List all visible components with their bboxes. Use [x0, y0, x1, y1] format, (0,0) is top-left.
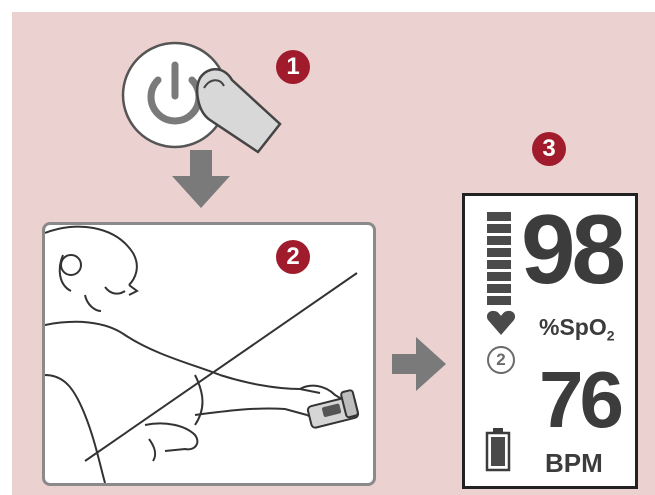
signal-bar [487, 296, 511, 305]
signal-bar [487, 284, 511, 293]
arrow-down-icon [172, 150, 230, 208]
signal-strength-bars [487, 212, 511, 308]
oximeter-display: 2 98 %SpO2 76 BPM [462, 193, 638, 489]
pulse-oximeter-icon [306, 389, 360, 429]
spo2-unit: %SpO2 [539, 314, 615, 344]
signal-bar [487, 260, 511, 269]
application-illustration-frame [42, 222, 376, 486]
step-badge-2: 2 [276, 240, 310, 274]
signal-bar [487, 236, 511, 245]
power-button-illustration [121, 41, 282, 154]
person-wearing-oximeter-illustration [45, 225, 360, 483]
signal-bar [487, 248, 511, 257]
spo2-unit-subscript: 2 [606, 327, 615, 344]
signal-bar [487, 224, 511, 233]
step-badge-1: 1 [276, 50, 310, 84]
spo2-value: 98 [521, 194, 626, 304]
heart-icon [486, 310, 516, 335]
pulse-unit: BPM [545, 448, 603, 478]
mode-indicator: 2 [487, 346, 515, 374]
signal-bar [487, 272, 511, 281]
spo2-unit-text: %SpO [539, 314, 607, 340]
pulse-value: 76 [539, 355, 624, 444]
signal-bar [487, 212, 511, 221]
battery-icon [485, 428, 511, 472]
arrow-right-icon [392, 337, 446, 391]
finger-press-icon [196, 68, 282, 154]
step-badge-3: 3 [532, 132, 566, 166]
